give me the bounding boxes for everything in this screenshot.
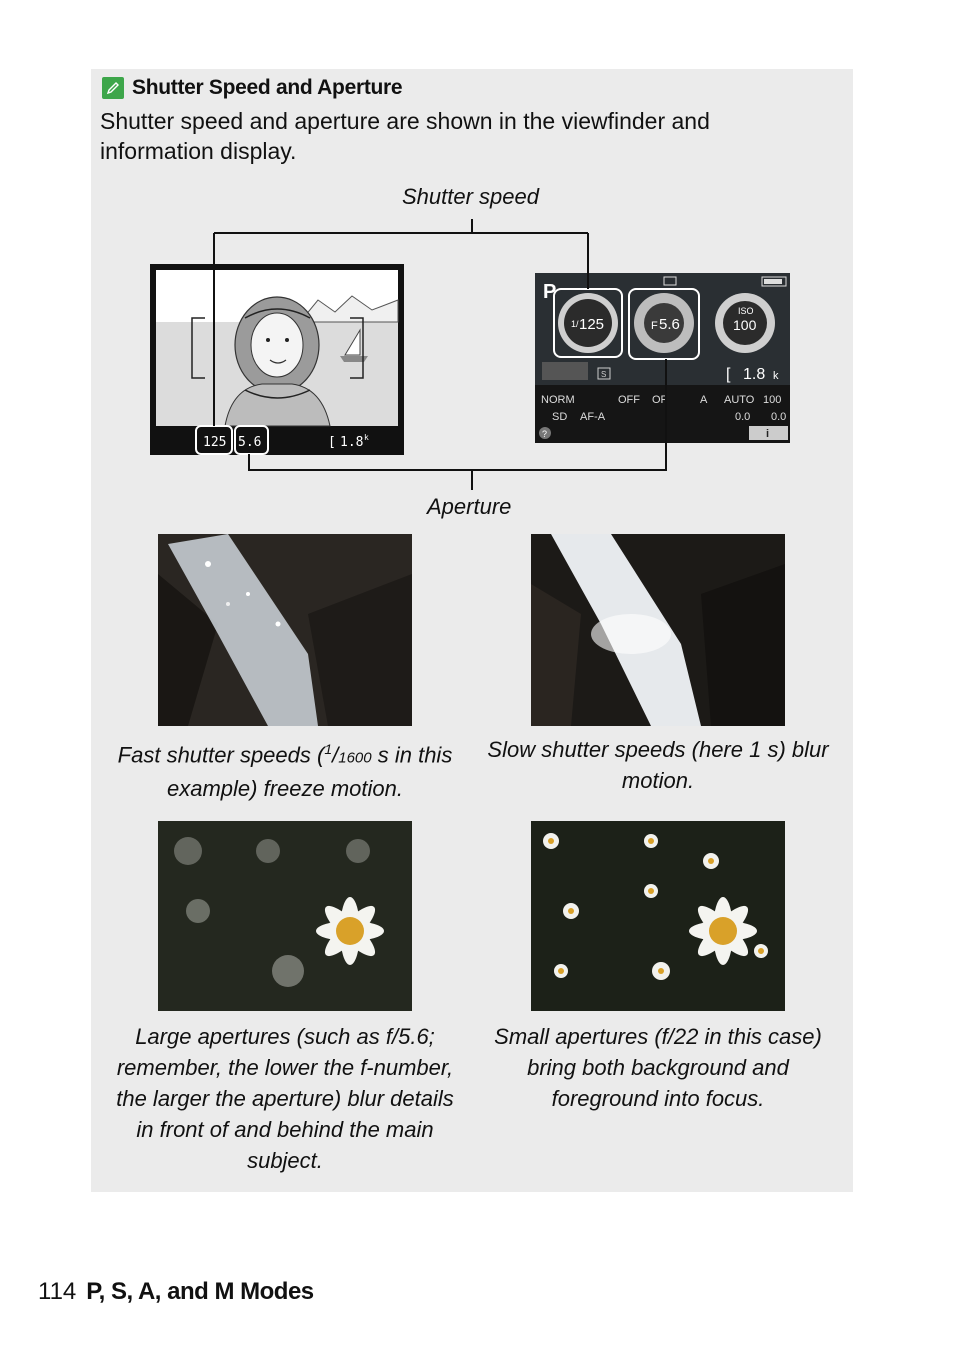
- viewfinder-shutter: 125: [203, 435, 226, 450]
- svg-text:i: i: [766, 428, 769, 440]
- info-shutter: 125: [579, 316, 604, 333]
- large-aperture-photo: [158, 821, 412, 1013]
- svg-text:A: A: [700, 394, 708, 406]
- svg-text:S: S: [601, 370, 606, 379]
- svg-text:1/: 1/: [571, 319, 579, 329]
- fast-shutter-photo: [158, 534, 412, 726]
- section-title: P, S, A, and M Modes: [86, 1278, 314, 1305]
- svg-text:ISO: ISO: [738, 306, 754, 316]
- viewfinder-aperture: 5.6: [238, 435, 261, 450]
- svg-text:AF-A: AF-A: [580, 411, 606, 423]
- info-aperture: 5.6: [659, 316, 680, 333]
- svg-text:0.0: 0.0: [735, 411, 750, 423]
- info-count: 1.8: [743, 366, 765, 383]
- viewfinder-count-unit: k: [364, 433, 369, 442]
- info-iso: 100: [733, 317, 757, 333]
- leader-lines: [213, 219, 667, 490]
- slow-shutter-photo: [531, 534, 785, 726]
- svg-text:AUTO: AUTO: [724, 394, 755, 406]
- caption-small-aperture: Small apertures (f/22 in this case) brin…: [494, 1024, 822, 1111]
- info-display-illustration: P 1/ 125 F 5.6 ISO 100 [ 1.8 k S NORM OF…: [535, 273, 790, 443]
- svg-text:0.0: 0.0: [771, 411, 786, 423]
- viewfinder-count: 1.8: [340, 435, 363, 450]
- svg-text:OFF: OFF: [618, 394, 640, 406]
- svg-text:SD: SD: [552, 411, 567, 423]
- aperture-label: Aperture: [427, 494, 512, 519]
- page-footer: 114 P, S, A, and M Modes: [38, 1278, 314, 1306]
- svg-text:OF: OF: [652, 394, 668, 406]
- note-title: Shutter Speed and Aperture: [132, 76, 403, 99]
- svg-text:NORM: NORM: [541, 394, 575, 406]
- note-body: Shutter speed and aperture are shown in …: [100, 108, 710, 164]
- caption-large-aperture: Large apertures (such as f/5.6; remember…: [116, 1024, 454, 1173]
- exposure-diagram: 125 5.6 [ 1.8 k P 1/ 125 F 5.6 ISO 100 […: [150, 219, 790, 490]
- svg-text:F: F: [651, 320, 658, 332]
- pencil-icon: [102, 77, 124, 99]
- viewfinder-illustration: 125 5.6 [ 1.8 k: [150, 264, 404, 455]
- note-header: Shutter Speed and Aperture: [102, 75, 403, 101]
- small-aperture-photo: [531, 821, 785, 1013]
- svg-text:100: 100: [763, 394, 781, 406]
- caption-slow-shutter: Slow shutter speeds (here 1 s) blur moti…: [487, 737, 829, 793]
- page-number: 114: [38, 1278, 77, 1305]
- svg-text:?: ?: [542, 429, 547, 439]
- svg-text:[: [: [726, 366, 731, 383]
- svg-text:k: k: [773, 370, 779, 382]
- svg-text:[: [: [328, 435, 336, 450]
- shutter-speed-label: Shutter speed: [402, 184, 539, 209]
- caption-fast-shutter: Fast shutter speeds (1/1600 s in this ex…: [117, 741, 453, 802]
